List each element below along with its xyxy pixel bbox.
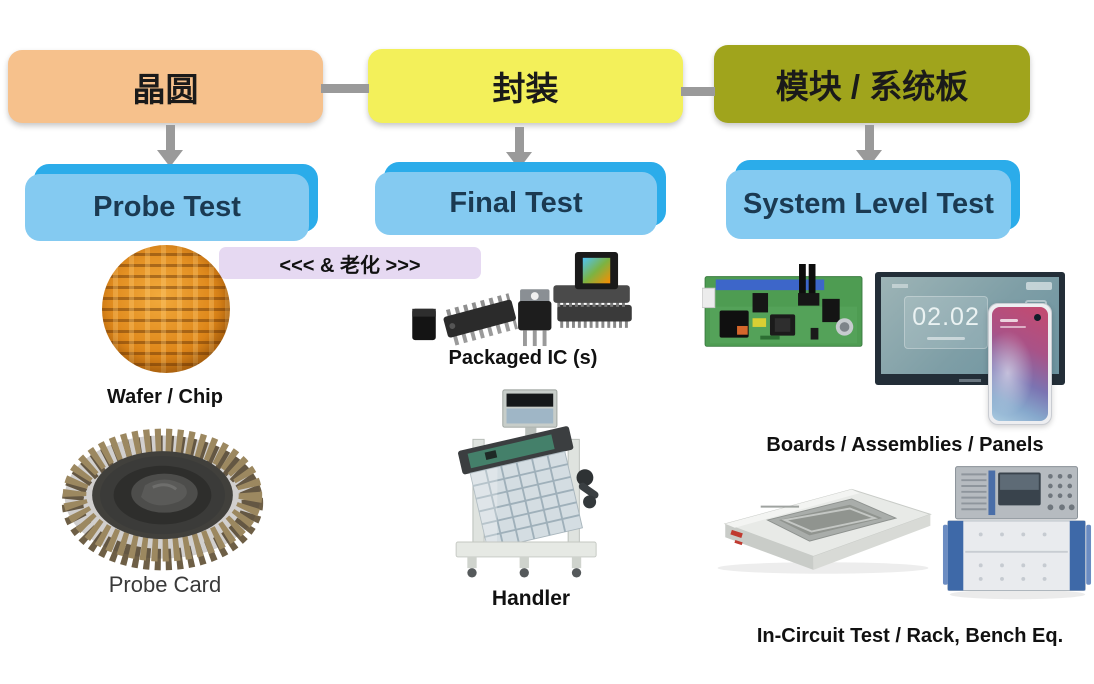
connector-line-package-module (681, 87, 715, 96)
in-circuit-test-fixture-image (717, 488, 932, 574)
connector-line-wafer-package (321, 84, 369, 93)
wafer-image (102, 245, 230, 373)
packaged-ic-caption: Packaged IC (s) (448, 347, 598, 369)
in-circuit-caption: In-Circuit Test / Rack, Bench Eq. (756, 625, 1064, 647)
stage-box-module: 模块 / 系统板 (714, 45, 1030, 123)
smartphone-image (988, 303, 1052, 425)
handler-caption: Handler (491, 587, 571, 610)
probe-card-image (61, 428, 264, 571)
smartphone-clock-line (1000, 319, 1018, 322)
panel-topbar-icon (1025, 281, 1052, 290)
panel-menu-icon (891, 283, 908, 288)
smartphone-screen (992, 307, 1048, 421)
boards-caption: Boards / Assemblies / Panels (766, 434, 1044, 456)
test-box-label: System Level Test (726, 170, 1011, 239)
wafer-caption: Wafer / Chip (107, 386, 223, 408)
smartphone-date-line (1000, 326, 1026, 328)
stage-box-wafer: 晶圆 (8, 50, 323, 123)
panel-clock-card: 02.02 (904, 296, 988, 349)
probe-card-caption: Probe Card (108, 572, 222, 597)
pcb-board-image (702, 264, 863, 347)
test-box-system-level-test: System Level Test (726, 160, 1020, 239)
test-box-probe-test: Probe Test (25, 164, 318, 241)
panel-brand-logo (959, 379, 981, 382)
smartphone-camera-icon (1034, 314, 1041, 321)
burn-in-banner: <<< & 老化 >>> (219, 247, 481, 279)
panel-clock: 02.02 (912, 303, 980, 332)
rack-bench-equipment-image (942, 466, 1092, 600)
handler-image (455, 389, 599, 578)
test-box-label: Probe Test (25, 174, 309, 241)
stage-box-package: 封装 (368, 49, 683, 123)
test-box-label: Final Test (375, 172, 657, 235)
down-arrow-icon (157, 125, 183, 167)
test-box-final-test: Final Test (375, 162, 666, 235)
panel-date-line (927, 337, 965, 341)
packaged-ic-image (412, 251, 632, 347)
